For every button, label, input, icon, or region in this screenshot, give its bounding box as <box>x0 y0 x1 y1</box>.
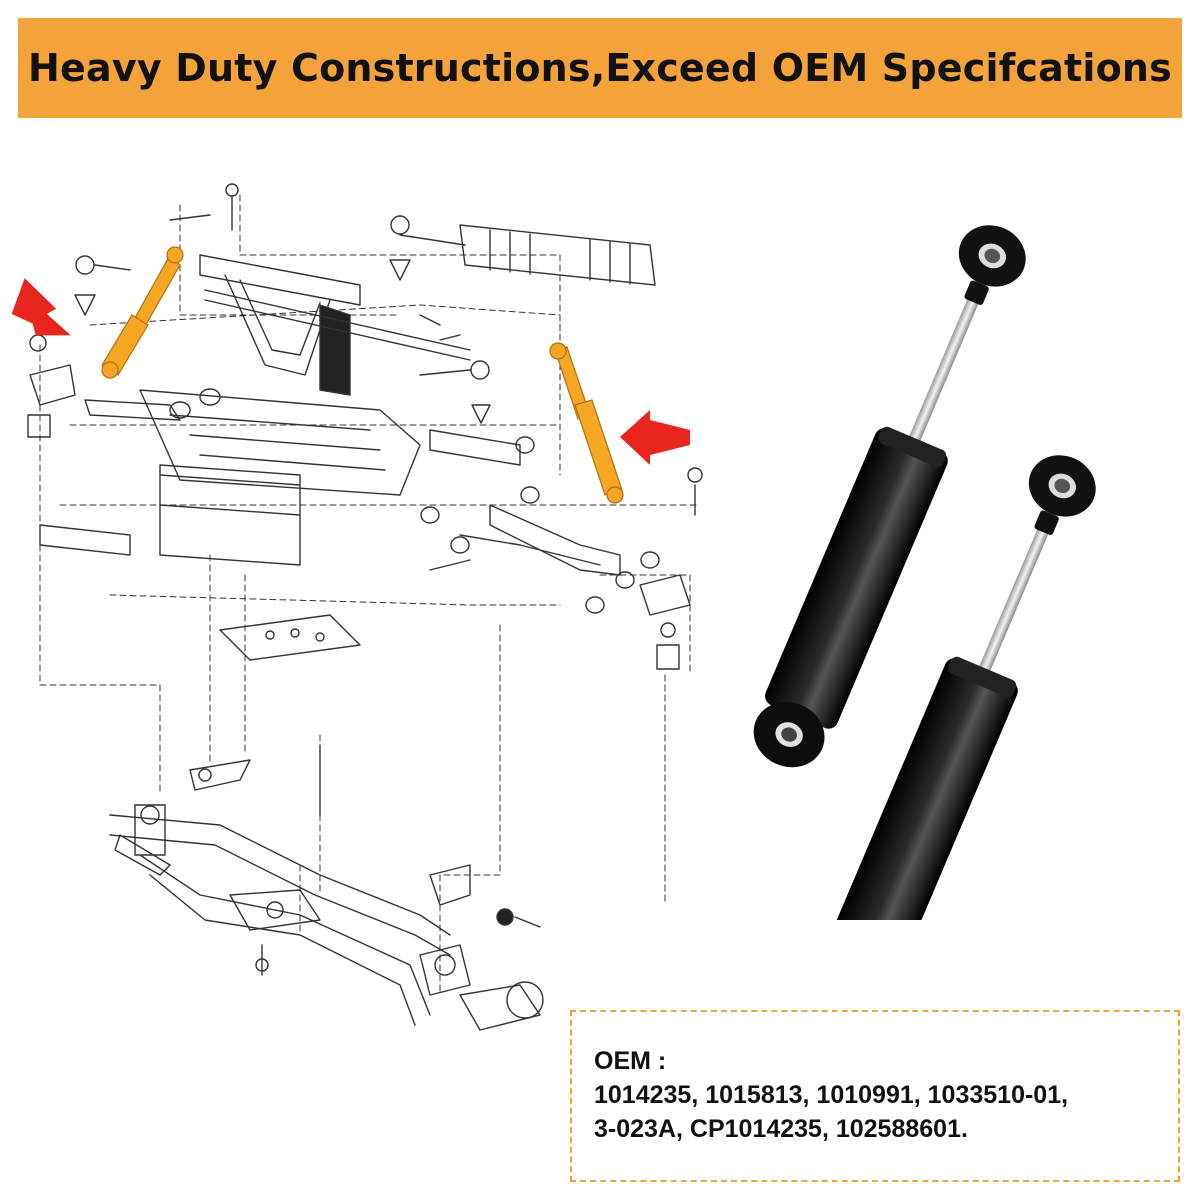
oem-line-1: 1014235, 1015813, 1010991, 1033510-01, <box>594 1081 1069 1109</box>
header-banner: Heavy Duty Constructions,Exceed OEM Spec… <box>18 18 1182 118</box>
shock-absorber-2 <box>835 455 1096 920</box>
banner-title: Heavy Duty Constructions,Exceed OEM Spec… <box>28 46 1172 90</box>
oem-label: OEM : <box>594 1047 667 1075</box>
shock-absorber-pair-illustration <box>753 225 1096 920</box>
oem-line-2: 3-023A, CP1014235, 102588601. <box>594 1115 968 1143</box>
shock-absorber-1 <box>753 225 1026 768</box>
oem-numbers-box: OEM : 1014235, 1015813, 1010991, 1033510… <box>570 1010 1180 1182</box>
suspension-exploded-diagram <box>11 183 703 1031</box>
